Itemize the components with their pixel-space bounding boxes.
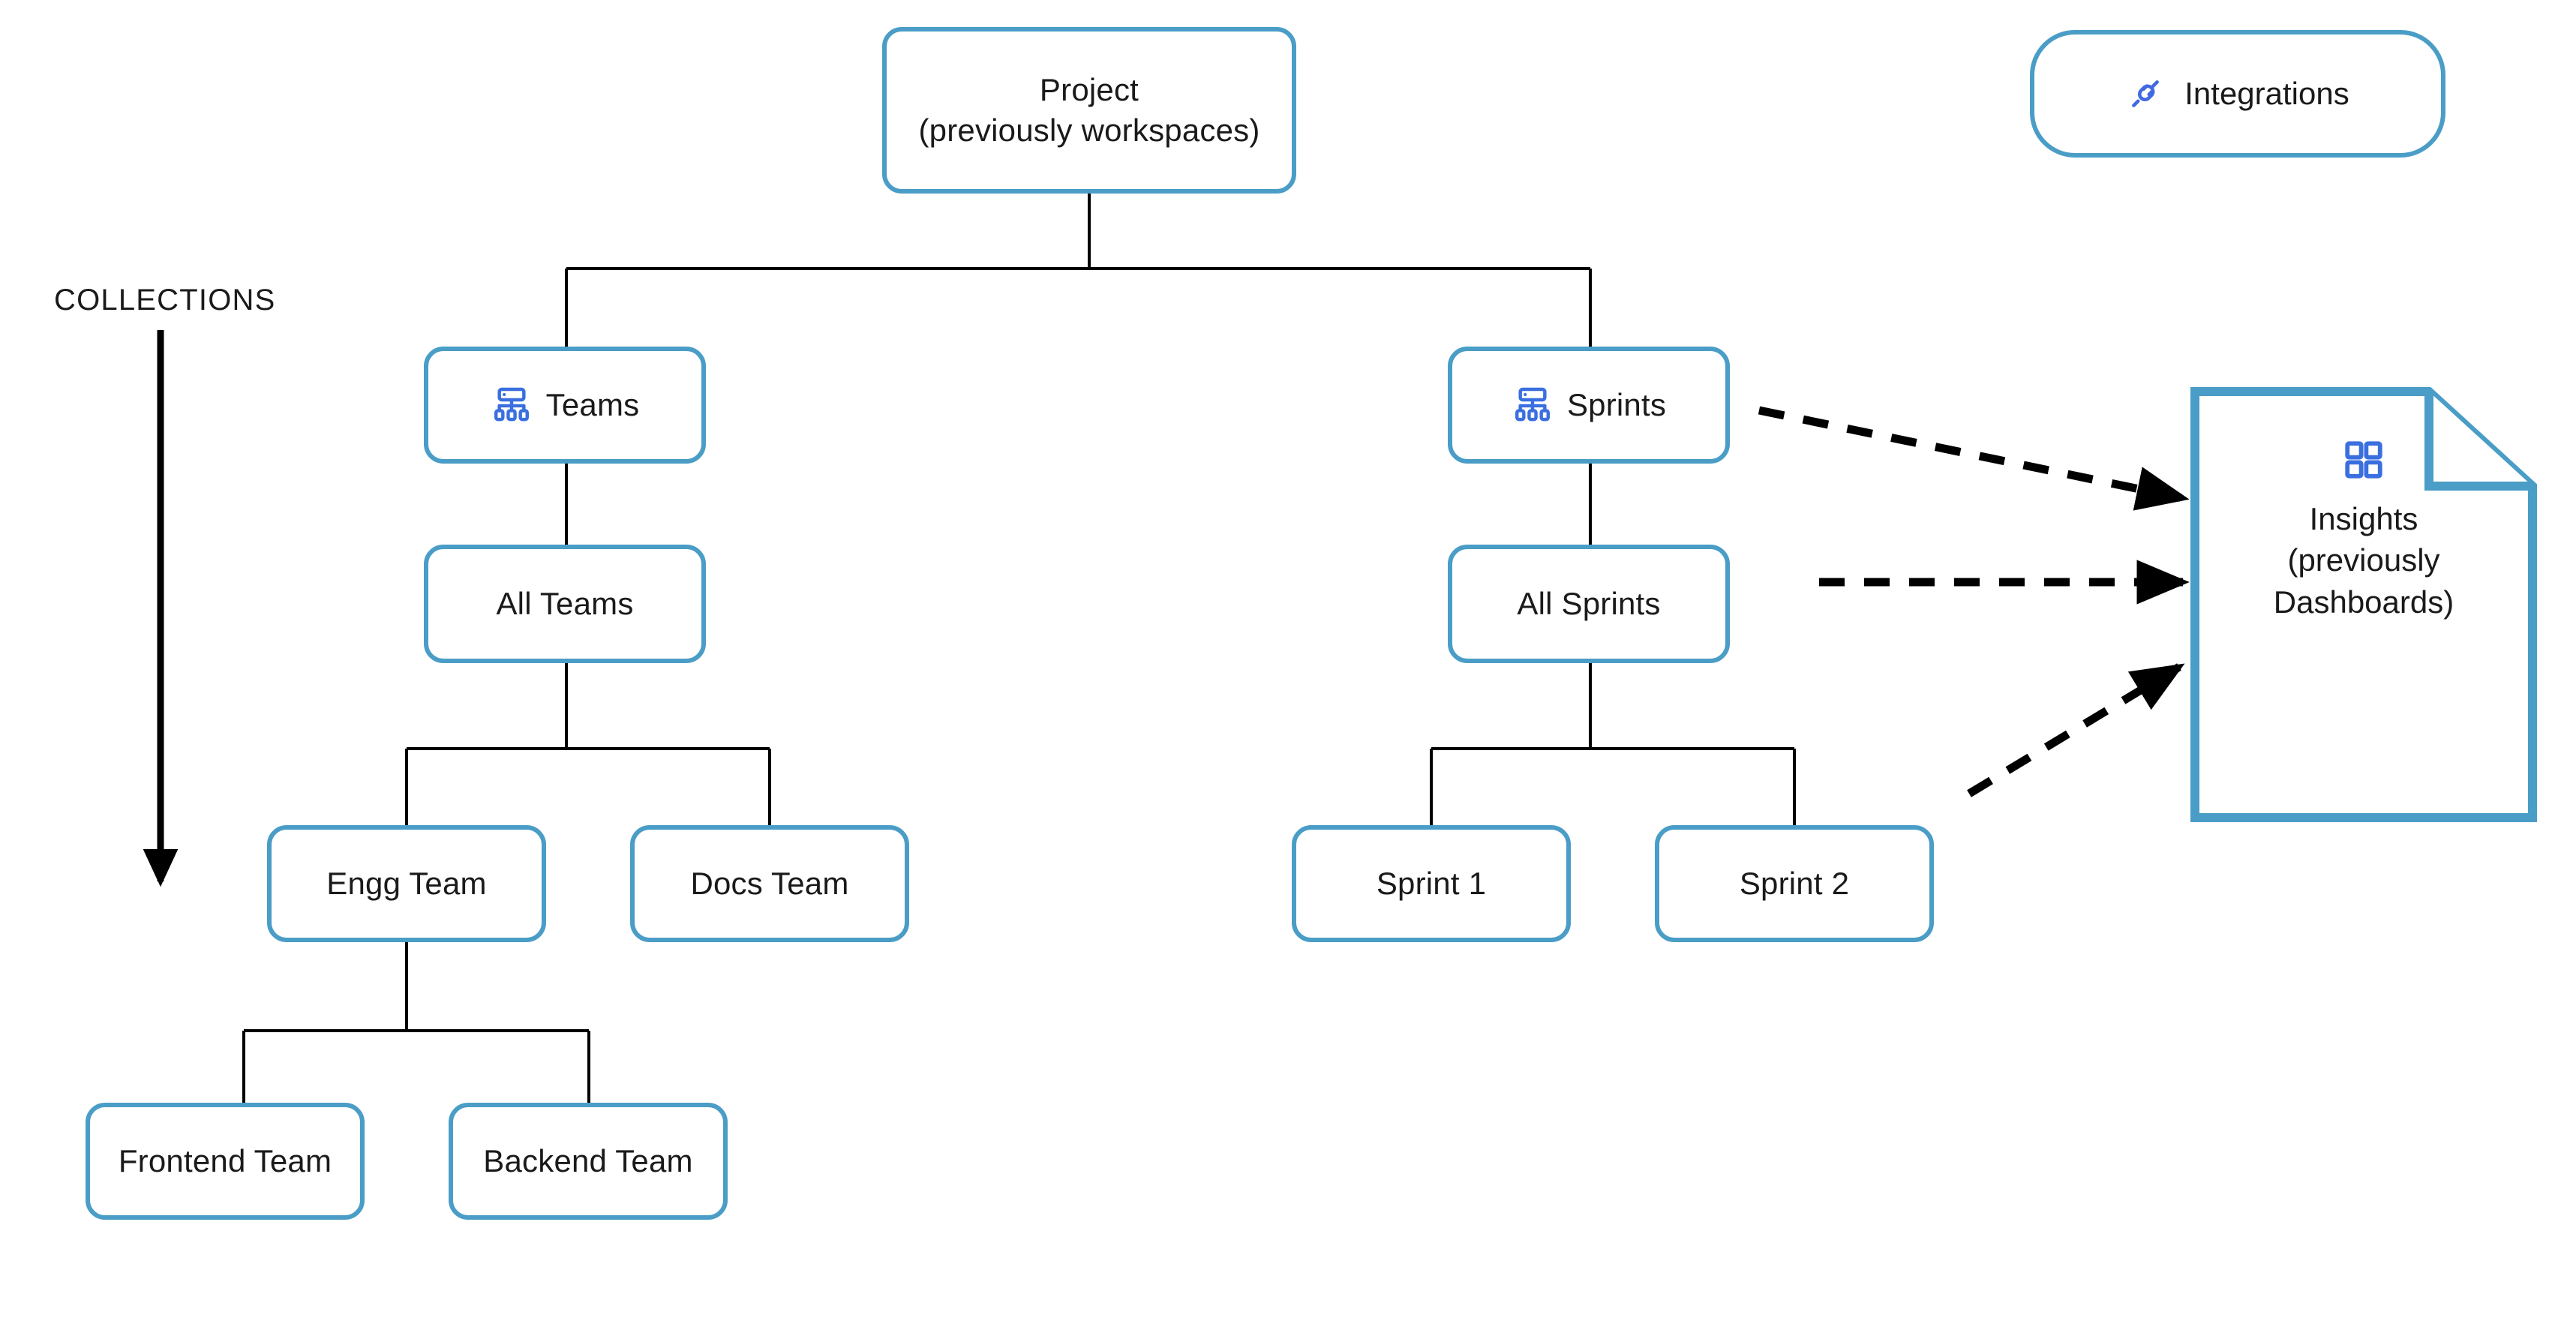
node-teams-label: Teams	[545, 387, 640, 423]
node-engg-team-label: Engg Team	[326, 866, 487, 902]
node-integrations[interactable]: Integrations	[2030, 30, 2445, 158]
node-docs-team-label: Docs Team	[690, 866, 849, 902]
node-all-teams-label: All Teams	[496, 586, 634, 622]
node-teams[interactable]: Teams	[424, 347, 706, 464]
node-sprint-1[interactable]: Sprint 1	[1292, 825, 1571, 942]
node-sprints-label: Sprints	[1566, 387, 1667, 423]
node-backend-team-label: Backend Team	[483, 1143, 693, 1179]
plug-connector-icon	[2126, 74, 2165, 113]
hierarchy-icon	[1512, 384, 1554, 426]
node-all-sprints[interactable]: All Sprints	[1448, 545, 1730, 663]
node-insights-label: Insights (previously Dashboards)	[2273, 501, 2454, 620]
node-sprint-1-label: Sprint 1	[1376, 866, 1487, 902]
node-project-label: Project (previously workspaces)	[918, 72, 1260, 148]
node-sprint-2-label: Sprint 2	[1739, 866, 1850, 902]
node-all-sprints-label: All Sprints	[1517, 586, 1661, 622]
node-frontend-team-label: Frontend Team	[118, 1143, 332, 1179]
node-engg-team[interactable]: Engg Team	[267, 825, 546, 942]
node-integrations-label: Integrations	[2184, 76, 2349, 111]
node-sprint-2[interactable]: Sprint 2	[1655, 825, 1934, 942]
node-insights[interactable]: Insights (previously Dashboards)	[2190, 387, 2537, 822]
collections-label: COLLECTIONS	[54, 284, 276, 317]
node-backend-team[interactable]: Backend Team	[449, 1103, 728, 1220]
node-docs-team[interactable]: Docs Team	[630, 825, 909, 942]
node-frontend-team[interactable]: Frontend Team	[86, 1103, 365, 1220]
dashboard-grid-icon	[2342, 438, 2385, 482]
node-project[interactable]: Project (previously workspaces)	[882, 27, 1296, 194]
hierarchy-icon	[491, 384, 533, 426]
node-all-teams[interactable]: All Teams	[424, 545, 706, 663]
node-sprints[interactable]: Sprints	[1448, 347, 1730, 464]
